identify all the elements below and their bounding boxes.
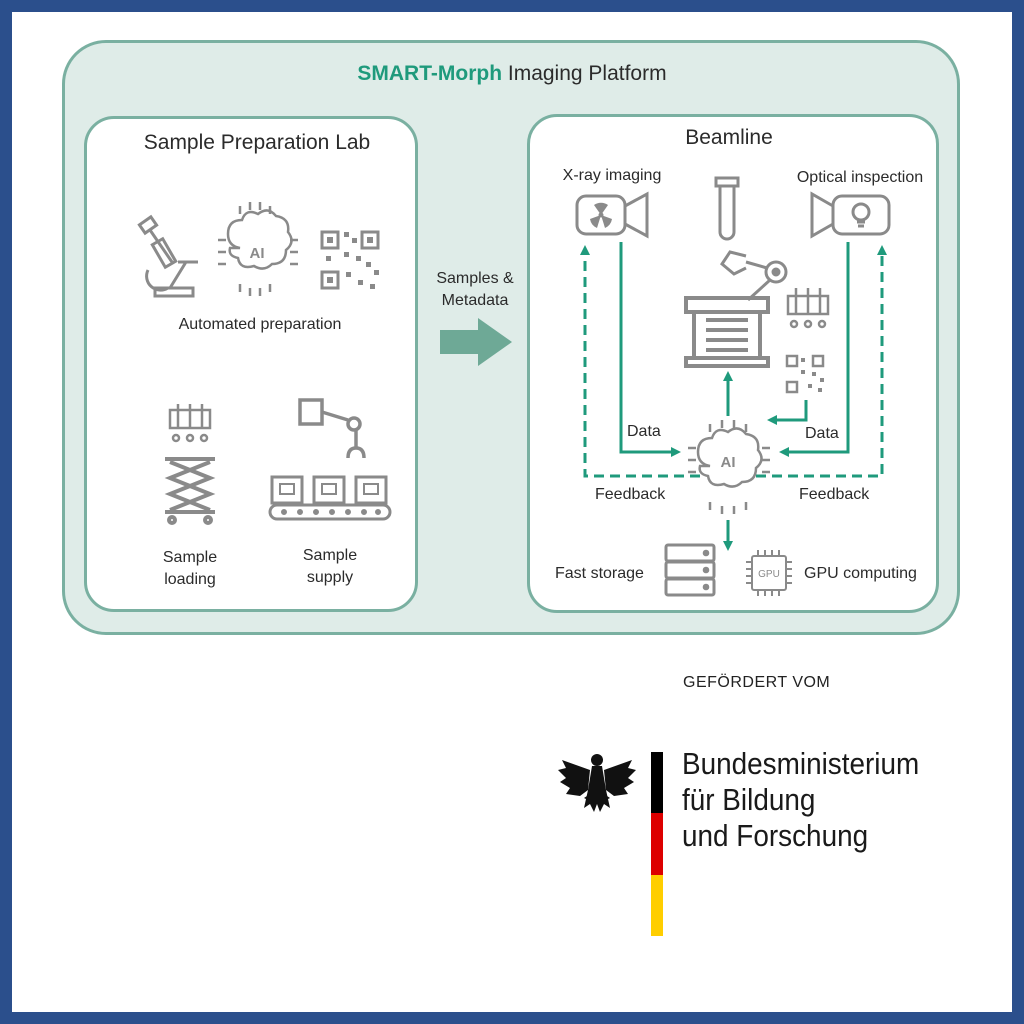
feedback-label-right: Feedback — [799, 486, 870, 503]
ministry-line-3: und Forschung — [682, 818, 869, 853]
robot-arm-icon — [298, 398, 366, 459]
sample-loading-label-1: Sample — [162, 549, 218, 566]
ai-brain-icon — [218, 202, 298, 296]
federal-eagle-emblem — [558, 754, 636, 812]
feedback-label-left: Feedback — [595, 486, 666, 503]
server-storage-icon — [664, 543, 716, 597]
gpu-computing-label: GPU computing — [804, 565, 917, 582]
sample-rack-icon — [168, 404, 212, 443]
qr-code-icon — [320, 230, 380, 290]
sample-lab-panel — [84, 116, 418, 612]
beamline-qr-code-icon — [785, 354, 825, 394]
ai-brain-icon-beamline — [688, 420, 770, 514]
gpu-chip-text: GPU — [758, 569, 780, 580]
sample-stage-icon — [684, 296, 770, 368]
flag-gold — [651, 874, 663, 936]
feedback-arrow-right — [756, 245, 887, 478]
german-flag-bar — [651, 752, 663, 936]
data-label-left: Data — [627, 423, 661, 440]
ai-brain-text-beamline: AI — [721, 454, 736, 471]
optical-camera-icon — [810, 191, 891, 239]
sample-lab-title: Sample Preparation Lab — [143, 131, 371, 154]
xray-camera-icon — [575, 191, 649, 239]
automated-preparation-label: Automated preparation — [178, 316, 342, 333]
data-arrow-right — [779, 242, 850, 457]
ministry-line-1: Bundesministerium — [682, 746, 920, 781]
ai-brain-text-left: AI — [250, 245, 265, 262]
feedback-arrow-left — [580, 245, 700, 478]
scissor-lift-icon — [164, 457, 216, 525]
flag-red — [651, 813, 663, 875]
platform-title: SMART-Morph Imaging Platform — [0, 62, 1024, 86]
transfer-label-2: Metadata — [441, 292, 509, 309]
fast-storage-label: Fast storage — [555, 565, 644, 582]
sample-supply-label-2: supply — [306, 569, 354, 586]
beamline-sample-rack-icon — [786, 288, 830, 329]
platform-title-rest: Imaging Platform — [502, 62, 667, 85]
funding-label: GEFÖRDERT VOM — [683, 674, 831, 691]
microscope-icon — [137, 214, 198, 298]
gpu-chip-icon — [746, 550, 792, 596]
optical-inspection-label: Optical inspection — [796, 169, 924, 186]
conveyor-belt-icon — [268, 475, 392, 521]
radiation-icon — [590, 202, 612, 228]
sample-loading-label-2: loading — [164, 571, 216, 588]
robot-gripper-icon — [720, 250, 788, 302]
sample-supply-label-1: Sample — [302, 547, 358, 564]
platform-brand: SMART-Morph — [357, 62, 503, 85]
ministry-line-2: für Bildung — [682, 782, 816, 817]
beamline-title: Beamline — [685, 126, 773, 149]
transfer-arrow — [440, 318, 512, 366]
data-arrow-left — [619, 242, 681, 457]
flag-black — [651, 752, 663, 814]
test-tube-icon — [714, 176, 740, 241]
qr-to-ai-arrow — [767, 400, 808, 425]
transfer-label-1: Samples & — [436, 270, 514, 287]
xray-imaging-label: X-ray imaging — [562, 167, 662, 184]
ministry-name: Bundesministerium für Bildung und Forsch… — [682, 746, 919, 854]
data-label-right: Data — [805, 425, 839, 442]
